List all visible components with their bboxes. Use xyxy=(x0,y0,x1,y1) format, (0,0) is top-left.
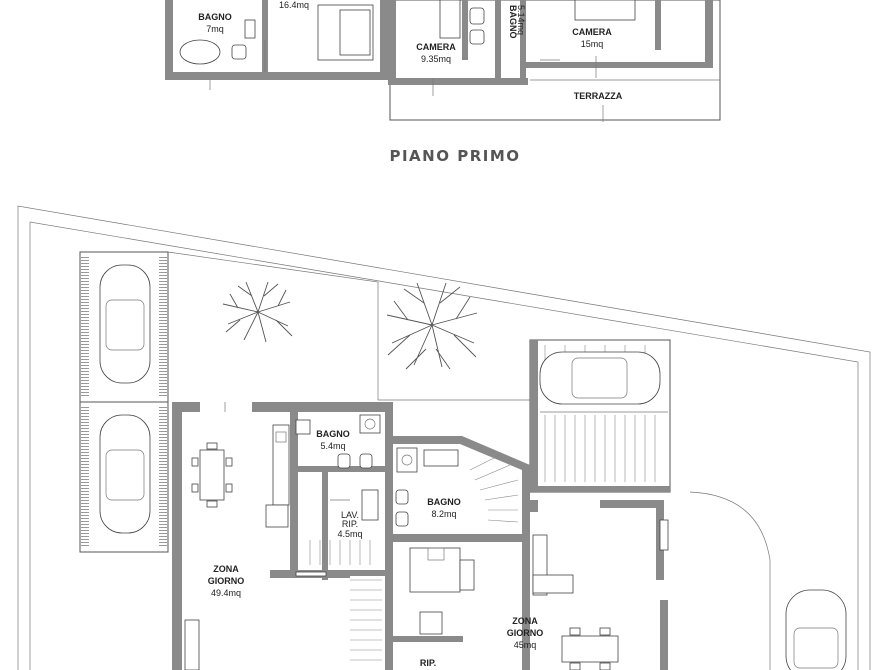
floor-title: PIANO PRIMO xyxy=(389,147,520,165)
room-area-zona-giorno-1: 49.4mq xyxy=(211,588,241,598)
room-label-lav: LAV. xyxy=(341,510,359,520)
room-area-camera-1: 9.35mq xyxy=(421,54,451,64)
room-label-camera-1: CAMERA xyxy=(416,42,456,52)
dining-table xyxy=(561,627,619,670)
ground-floor-plan: BAGNO 5.4mq BAGNO 8.2mq LAV. RIP. 4.5mq … xyxy=(17,205,871,670)
room-label-giorno: GIORNO xyxy=(208,576,245,586)
room-area-master: 16.4mq xyxy=(279,0,309,10)
room-label-giorno: GIORNO xyxy=(507,628,544,638)
room-area-bagno-5-4: 5.4mq xyxy=(320,441,345,451)
room-label-bagno-small: BAGNO xyxy=(508,5,518,39)
room-area-zona-giorno-2: 45mq xyxy=(514,640,537,650)
room-area-lav-rip: 4.5mq xyxy=(337,529,362,539)
room-label-terrazza: TERRAZZA xyxy=(574,91,623,101)
room-label-camera-2: CAMERA xyxy=(572,27,612,37)
car-icon xyxy=(539,351,661,405)
room-area-camera-2: 15mq xyxy=(581,39,604,49)
car-icon xyxy=(99,264,151,384)
room-label-rip: RIP. xyxy=(342,519,358,529)
room-area-bagno-upper: 7mq xyxy=(206,24,224,34)
room-label-rip-2: RIP. xyxy=(420,658,436,668)
upper-floor-plan: BAGNO 7mq 16.4mq CAMERA 9.35mq BAGNO 5.1… xyxy=(165,0,721,122)
room-label-bagno-5-4: BAGNO xyxy=(316,429,350,439)
dining-table xyxy=(191,442,233,508)
car-icon xyxy=(99,414,151,534)
room-area-bagno-small: 5.14mq xyxy=(516,5,526,35)
tree-icon xyxy=(386,282,478,370)
room-label-zona: ZONA xyxy=(213,564,239,574)
room-label-bagno-upper: BAGNO xyxy=(198,12,232,22)
room-label-zona: ZONA xyxy=(512,616,538,626)
room-label-bagno-8-2: BAGNO xyxy=(427,497,461,507)
tree-icon xyxy=(222,281,293,343)
room-area-bagno-8-2: 8.2mq xyxy=(431,509,456,519)
car-icon xyxy=(785,589,847,670)
parking-bay-2 xyxy=(79,401,169,553)
